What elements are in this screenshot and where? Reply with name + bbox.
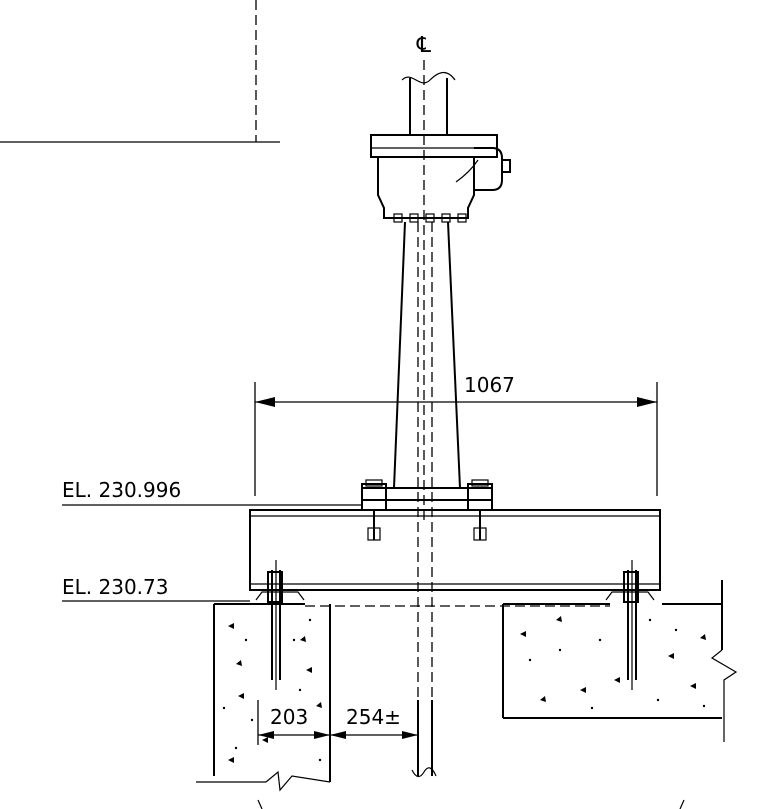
concrete-pier-left (196, 603, 331, 792)
elevation-label-top: EL. 230.996 (62, 478, 181, 502)
section-ticks (257, 799, 685, 809)
concrete-pier-right (502, 580, 738, 742)
dimension-label-254: 254± (346, 705, 401, 729)
dimension-overall-width (254, 382, 658, 496)
valve-stem-centerline (411, 60, 437, 778)
dimension-label-203: 203 (270, 705, 308, 729)
elevation-label-bottom: EL. 230.73 (62, 575, 168, 599)
centerline-symbol: ℄ (416, 33, 432, 58)
anchor-bolt-left (255, 560, 305, 690)
existing-structure-outline (0, 0, 280, 143)
anchor-bolt-right (605, 560, 655, 690)
dimension-label-1067: 1067 (464, 373, 515, 397)
support-beam (249, 509, 661, 591)
dimension-bottom (257, 700, 418, 745)
actuator-assembly (370, 71, 511, 223)
